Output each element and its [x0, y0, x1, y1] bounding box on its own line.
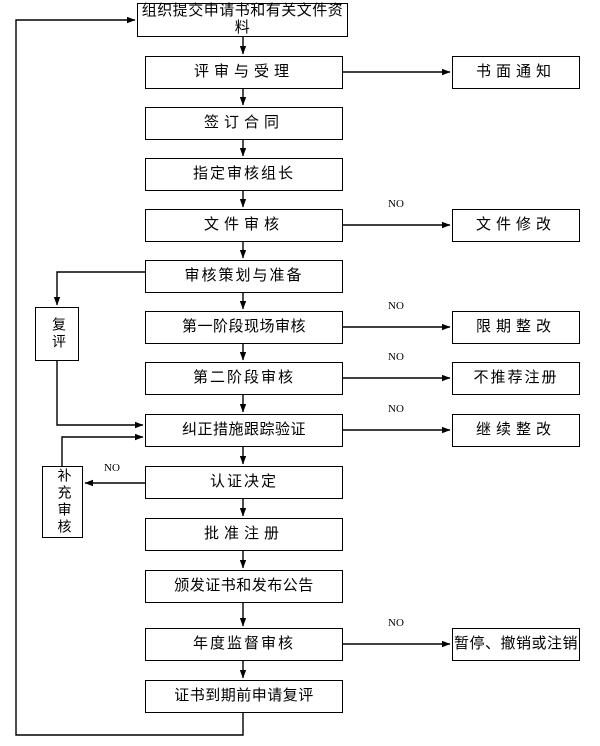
edge-reassess-followup [56, 361, 144, 429]
edge-label-no-decision: NO [104, 462, 120, 474]
node-suspend[interactable]: 暂停、撤销或注销 [452, 628, 580, 661]
node-annual[interactable]: 年度监督审核 [145, 628, 343, 661]
node-register[interactable]: 批准注册 [145, 518, 343, 551]
node-stage2[interactable]: 第二阶段审核 [145, 362, 343, 395]
edge-planning-reassess [53, 271, 145, 306]
edge-extraaudit-followup [61, 433, 144, 466]
node-extraaudit[interactable]: 补充审核 [42, 466, 83, 538]
node-review[interactable]: 评审与受理 [145, 56, 343, 89]
edge-label-no-followup: NO [388, 403, 404, 415]
node-issue[interactable]: 颁发证书和发布公告 [145, 570, 343, 603]
node-apply[interactable]: 组织提交申请书和有关文件资料 [137, 3, 348, 37]
edge-label-no-docaudit: NO [388, 198, 404, 210]
node-norecommend[interactable]: 不推荐注册 [452, 362, 580, 395]
node-leader[interactable]: 指定审核组长 [145, 158, 343, 191]
node-docaudit[interactable]: 文件审核 [145, 209, 343, 242]
node-timelimit[interactable]: 限期整改 [452, 311, 580, 344]
node-reassess[interactable]: 复评 [35, 307, 79, 361]
node-renew[interactable]: 证书到期前申请复评 [145, 680, 343, 713]
node-followup[interactable]: 纠正措施跟踪验证 [145, 414, 343, 447]
node-planning[interactable]: 审核策划与准备 [145, 260, 343, 293]
node-contract[interactable]: 签订合同 [145, 107, 343, 140]
node-stage1[interactable]: 第一阶段现场审核 [145, 311, 343, 344]
node-notice[interactable]: 书面通知 [452, 56, 580, 89]
node-decision[interactable]: 认证决定 [145, 466, 343, 499]
node-continue[interactable]: 继续整改 [452, 414, 580, 447]
node-docrevise[interactable]: 文件修改 [452, 209, 580, 242]
edge-label-no-stage2: NO [388, 351, 404, 363]
edge-label-no-stage1: NO [388, 300, 404, 312]
edge-label-no-annual: NO [388, 617, 404, 629]
